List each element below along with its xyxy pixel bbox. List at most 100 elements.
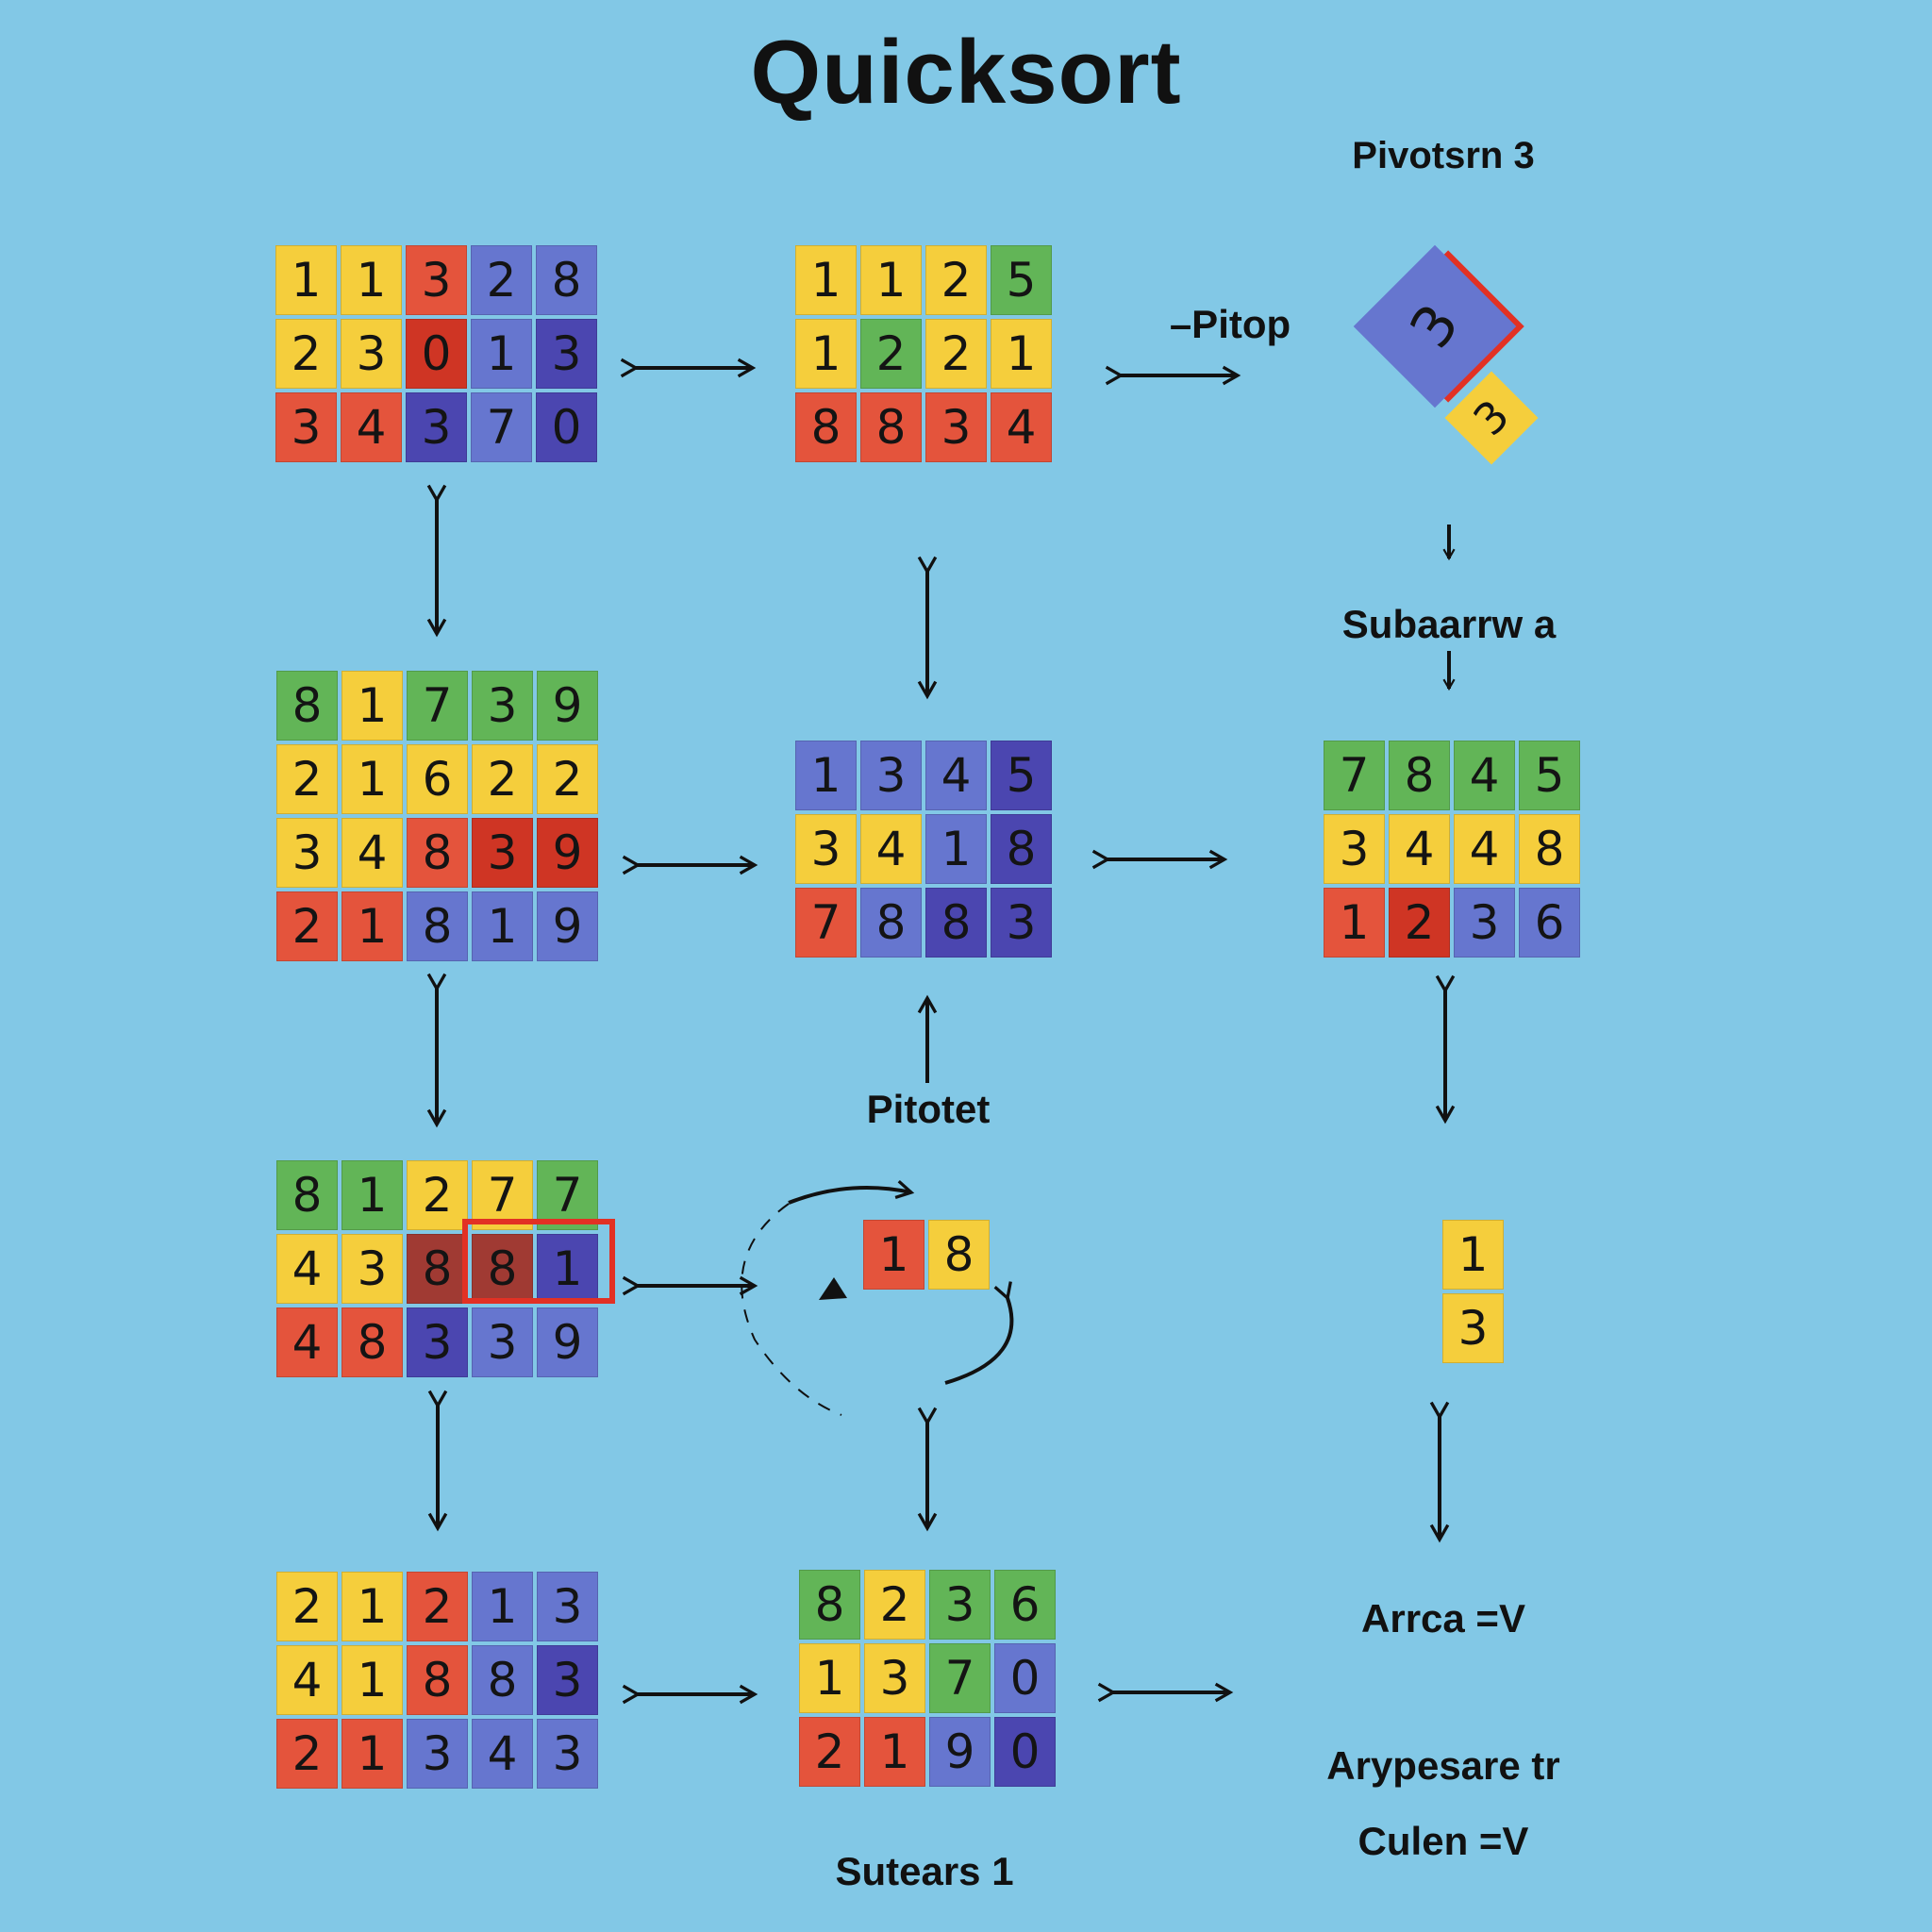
array-cell: 8 [276,671,338,741]
pointer-icon [819,1277,847,1300]
array-cell: 8 [928,1220,990,1290]
array-cell: 6 [407,744,468,814]
array-cell: 2 [860,319,922,389]
array-cell: 4 [1389,814,1450,884]
array-cell: 4 [276,1645,338,1715]
array-cell: 8 [536,245,597,315]
array-cell: 1 [991,319,1052,389]
array-cell: 1 [472,1572,533,1641]
array-cell: 6 [1519,888,1580,958]
array-cell: 0 [536,392,597,462]
array-cell: 7 [795,888,857,958]
array-cell: 3 [472,818,533,888]
array-cell: 8 [860,392,922,462]
array-cell: 3 [472,671,533,741]
array-cell: 8 [407,818,468,888]
array-cell: 2 [1389,888,1450,958]
array-cell: 2 [472,744,533,814]
array-cell: 9 [537,818,598,888]
array-cell: 4 [341,392,402,462]
label-arypesare: Arypesare tr [1326,1743,1560,1788]
array-cell: 1 [799,1643,860,1713]
array-cell: 3 [537,1572,598,1641]
array-cell: 1 [864,1717,925,1787]
array-cell: 2 [276,1572,338,1641]
array-cell: 7 [472,1160,533,1230]
page-title: Quicksort [750,22,1182,123]
array-cell: 9 [537,891,598,961]
array-cell: 1 [341,1160,403,1230]
label-sutears: Sutears 1 [835,1849,1014,1893]
array-cell: 1 [795,319,857,389]
array-cell: 4 [472,1719,533,1789]
array-cell: 3 [472,1307,533,1377]
array-cell: 1 [341,245,402,315]
array-cell: 3 [925,392,987,462]
array-cell: 3 [406,392,467,462]
array-cell: 4 [276,1307,338,1377]
array-cell: 3 [341,1234,403,1304]
label-pitop: –Pitop [1169,302,1291,346]
array-cell: 7 [929,1643,991,1713]
array-cell: 1 [471,319,532,389]
array-cell: 1 [341,1572,403,1641]
array-cell: 4 [1454,814,1515,884]
array-cell: 5 [991,245,1052,315]
array-cell: 1 [863,1220,924,1290]
array-cell: 4 [860,814,922,884]
array-cell: 8 [991,814,1052,884]
curved-arrow [944,1281,1014,1385]
array-cell: 3 [275,392,337,462]
array-cell: 8 [1389,741,1450,810]
array-cell: 1 [341,671,403,741]
array-cell: 2 [925,245,987,315]
label-arrca: Arrca =V [1361,1596,1525,1641]
array-cell: 3 [1442,1293,1504,1363]
array-cell: 0 [406,319,467,389]
array-cell: 3 [929,1570,991,1640]
array-cell: 1 [1442,1220,1504,1290]
array-cell: 3 [864,1643,925,1713]
array-cell: 2 [275,319,337,389]
array-cell: 2 [276,1719,338,1789]
array-cell: 7 [1324,741,1385,810]
array-cell: 0 [994,1717,1056,1787]
array-cell: 4 [1454,741,1515,810]
array-cell: 3 [537,1645,598,1715]
array-cell: 4 [991,392,1052,462]
array-cell: 6 [994,1570,1056,1640]
array-cell: 2 [407,1160,468,1230]
array-cell: 4 [276,1234,338,1304]
array-cell: 3 [407,1719,468,1789]
array-cell: 8 [860,888,922,958]
array-cell: 3 [406,245,467,315]
array-cell: 8 [799,1570,860,1640]
array-cell: 4 [341,818,403,888]
array-cell: 1 [341,1719,403,1789]
array-cell: 1 [925,814,987,884]
array-cell: 2 [471,245,532,315]
array-cell: 2 [537,744,598,814]
array-cell: 3 [1324,814,1385,884]
dashed-arc [741,1203,842,1416]
array-cell: 4 [925,741,987,810]
array-cell: 3 [795,814,857,884]
array-cell: 1 [341,744,403,814]
array-cell: 7 [471,392,532,462]
array-cell: 2 [799,1717,860,1787]
pivot-highlight-box [462,1219,615,1304]
array-cell: 7 [407,671,468,741]
array-cell: 8 [925,888,987,958]
array-cell: 5 [991,741,1052,810]
array-cell: 8 [407,1234,468,1304]
array-cell: 3 [341,319,402,389]
array-cell: 1 [860,245,922,315]
array-cell: 8 [1519,814,1580,884]
